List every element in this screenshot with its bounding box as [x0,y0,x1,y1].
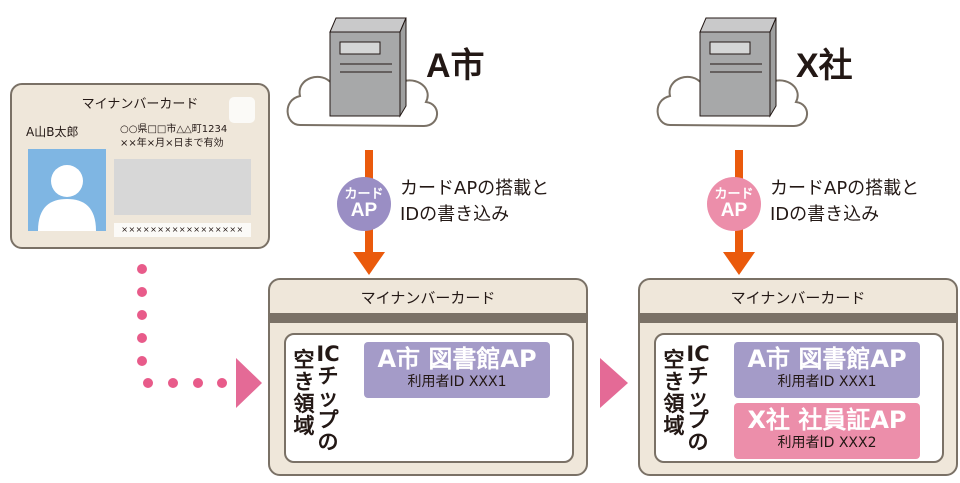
free-area-label: 空き領域 [293,348,315,438]
id-card-address-block: ○○県□□市△△町1234 ××年×月×日まで有効 [120,123,227,151]
app-name: A市 図書館AP [377,345,537,373]
badge-line1: カード [714,186,754,201]
app-user-id: 利用者ID XXX1 [407,374,507,390]
badge-line1: カード [344,186,384,201]
id-card-photo [28,149,106,231]
card-band [640,313,956,323]
app-user-id: 利用者ID XXX1 [777,374,877,390]
app-user-id: 利用者ID XXX2 [777,435,877,451]
badge-line2: AP [350,200,378,221]
step-label-line2: IDの書き込み [770,204,880,225]
step-label-line1: カードAPの搭載と [770,178,920,199]
free-area-label: 空き領域 [663,348,685,438]
flow-arrow-middle [600,358,628,408]
ic-chip-area: 空き領域 ICチップの A市 図書館AP 利用者ID XXX1 [284,333,574,463]
dotted-path [137,264,227,388]
install-arrow-right-head [723,252,755,275]
install-arrow-left-head [353,252,385,275]
step-label-right: カードAPの搭載と IDの書き込み [770,176,919,228]
step-label-left: カードAPの搭載と IDの書き込み [400,176,549,228]
ic-chip-area: 空き領域 ICチップの A市 図書館AP 利用者ID XXX1 X社 社員証AP… [654,333,944,463]
ic-chip-label: ICチップの [316,342,340,454]
app-name: X社 社員証AP [747,406,907,434]
person-silhouette-icon [38,165,96,231]
server-cloud-icon-left [286,17,438,128]
card-ap-badge-left: カード AP [337,177,391,231]
id-card-title: マイナンバーカード [81,97,199,112]
id-card-chip [229,97,255,123]
card-title: マイナンバーカード [730,289,866,307]
card-band [270,313,586,323]
app-x-company-id-card: X社 社員証AP 利用者ID XXX2 [734,403,920,459]
id-card-number: ××××××××××××××××× [114,223,251,237]
my-number-card-after-x-company: マイナンバーカード 空き領域 ICチップの A市 図書館AP 利用者ID XXX… [638,278,958,476]
id-card-name: A山B太郎 [26,125,79,139]
id-card-validity: ××年×月×日まで有効 [120,138,224,149]
id-card-address: ○○県□□市△△町1234 [120,124,228,135]
app-name: A市 図書館AP [747,345,907,373]
my-number-card-after-a-city: マイナンバーカード 空き領域 ICチップの A市 図書館AP 利用者ID XXX… [268,278,588,476]
card-ap-badge-right: カード AP [707,177,761,231]
org-name-x-company: X社 [796,47,853,85]
step-label-line2: IDの書き込み [400,204,510,225]
org-name-a-city: A市 [426,47,485,85]
badge-line2: AP [720,200,748,221]
server-cloud-icon-right [656,17,808,128]
step-label-line1: カードAPの搭載と [400,178,550,199]
flow-arrow-left [236,358,262,408]
id-card-gray-area [114,159,251,215]
app-a-city-library: A市 図書館AP 利用者ID XXX1 [364,342,550,398]
card-title: マイナンバーカード [360,289,496,307]
my-number-id-card: マイナンバーカード A山B太郎 ○○県□□市△△町1234 ××年×月×日まで有… [10,83,270,249]
app-a-city-library: A市 図書館AP 利用者ID XXX1 [734,342,920,398]
ic-chip-label: ICチップの [686,342,710,454]
